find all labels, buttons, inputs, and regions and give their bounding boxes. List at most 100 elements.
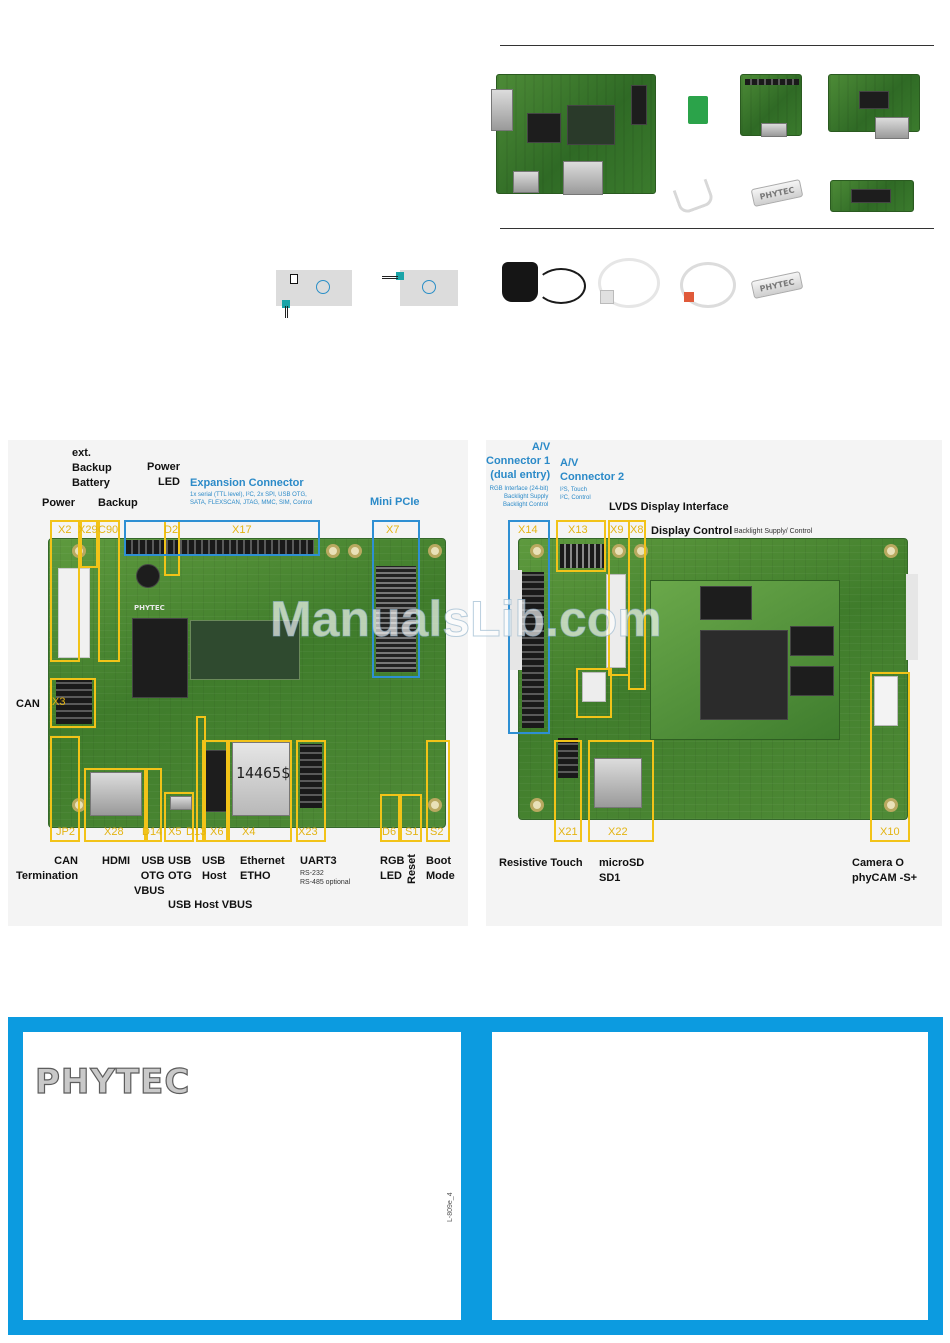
kit-terminal-block-photo bbox=[688, 96, 708, 124]
document-number: L-809e_4 bbox=[447, 1192, 454, 1222]
display-control-connector bbox=[582, 672, 606, 702]
caption-microsd: microSD SD1 bbox=[599, 857, 645, 884]
ram-chip-right bbox=[790, 666, 834, 696]
label-x4: X4 bbox=[242, 826, 256, 838]
footer-left-panel: PHYTEC L-809e_4 bbox=[23, 1032, 461, 1320]
caption-usb-otg: USB OTG bbox=[168, 855, 192, 882]
box-s1 bbox=[400, 794, 422, 842]
camera-connector bbox=[874, 676, 898, 726]
mount-hole bbox=[348, 544, 362, 558]
ram-chip bbox=[132, 618, 188, 698]
caption-resistive-touch: Resistive Touch bbox=[499, 857, 583, 869]
caption-av-connector-2: A/V Connector 2 bbox=[560, 457, 625, 483]
label-c90: C90 bbox=[98, 524, 119, 536]
flash-chip bbox=[700, 586, 752, 620]
kit-power-board-photo bbox=[828, 74, 920, 139]
mount-hole bbox=[884, 544, 898, 558]
usb-stick-photo: PHYTEC bbox=[750, 270, 804, 300]
box-x28 bbox=[84, 768, 146, 842]
label-s2: S2 bbox=[430, 826, 444, 838]
box-x22 bbox=[588, 740, 654, 842]
box-x7 bbox=[372, 520, 420, 678]
caption-backup: Backup bbox=[98, 497, 138, 509]
caption-power-led: Power LED bbox=[146, 461, 180, 488]
caption-power: Power bbox=[42, 497, 76, 509]
jumper-lead-2 bbox=[382, 276, 398, 279]
jumper-circle bbox=[316, 280, 330, 294]
caption-ext-backup-battery: ext. Backup Battery bbox=[72, 447, 112, 489]
label-jp2: JP2 bbox=[56, 826, 75, 838]
label-d14: D14 bbox=[142, 826, 163, 838]
kit-small-board-photo bbox=[830, 180, 914, 212]
caption-camera: Camera O phyCAM -S+ bbox=[852, 857, 918, 884]
av-connector-1-housing bbox=[508, 570, 522, 670]
mount-hole bbox=[326, 544, 340, 558]
ram-chip-right bbox=[790, 626, 834, 656]
jumper-open-pad bbox=[290, 274, 298, 284]
label-x13: X13 bbox=[568, 524, 588, 536]
caption-rgb-led: RGB LED bbox=[380, 855, 405, 882]
box-x6 bbox=[202, 740, 228, 842]
serial-cable-plug bbox=[600, 290, 614, 304]
power-supply-cable bbox=[536, 268, 586, 304]
box-s2 bbox=[426, 740, 450, 842]
caption-expansion-connector: Expansion Connector bbox=[190, 477, 304, 489]
box-x13 bbox=[556, 520, 606, 572]
box-x5 bbox=[164, 792, 194, 842]
ethernet-cable-photo bbox=[680, 262, 736, 308]
label-d6: D6 bbox=[382, 826, 397, 838]
label-s1: S1 bbox=[405, 826, 419, 838]
serial-cable-photo bbox=[598, 258, 660, 308]
caption-display-control: Display Control bbox=[651, 525, 733, 537]
box-x29 bbox=[80, 520, 98, 568]
touch-header bbox=[558, 738, 578, 778]
caption-av-connector-2-desc: I²S, Touch I²C, Control bbox=[560, 487, 591, 501]
box-x21 bbox=[554, 740, 582, 842]
mount-hole bbox=[530, 544, 544, 558]
label-x8: X8 bbox=[630, 524, 644, 536]
caption-expansion-desc: 1x serial (TTL level), I²C, 2x SPI, USB … bbox=[190, 492, 313, 506]
mount-hole bbox=[428, 544, 442, 558]
caption-lvds: LVDS Display Interface bbox=[609, 501, 729, 513]
processor-chip bbox=[700, 630, 788, 720]
box-d6 bbox=[380, 794, 400, 842]
box-x14 bbox=[508, 520, 550, 734]
kit-ribbon-cable-photo bbox=[672, 178, 716, 216]
lvds-connector bbox=[606, 574, 626, 668]
caption-uart3: UART3 bbox=[300, 855, 337, 867]
caption-mini-pcie: Mini PCIe bbox=[370, 496, 420, 508]
label-x14: X14 bbox=[518, 524, 538, 536]
av-connector-2 bbox=[560, 544, 604, 568]
box-jp2 bbox=[50, 736, 80, 842]
label-x29: X29 bbox=[78, 524, 98, 536]
label-x21: X21 bbox=[558, 826, 578, 838]
label-x6: X6 bbox=[210, 826, 224, 838]
caption-usb-host-vbus: USB Host VBUS bbox=[168, 899, 253, 911]
footer-right-panel bbox=[492, 1032, 928, 1320]
mount-hole bbox=[884, 798, 898, 812]
caption-usb-host: USB Host bbox=[202, 855, 227, 882]
side-connector bbox=[906, 574, 918, 660]
kit-main-board-photo bbox=[491, 74, 656, 195]
can-header bbox=[56, 680, 92, 724]
label-x10: X10 bbox=[880, 826, 900, 838]
box-x2 bbox=[50, 520, 80, 662]
uart-header bbox=[300, 744, 322, 808]
caption-can-termination: CAN Termination bbox=[16, 855, 79, 882]
jumper-diagram-2 bbox=[396, 270, 458, 306]
rj45-label: 14465$ bbox=[236, 764, 291, 782]
watermark: ManualsLib.com bbox=[270, 591, 663, 648]
label-x3: X3 bbox=[52, 696, 66, 708]
hdmi-connector bbox=[90, 772, 142, 816]
caption-display-control-sub: Backlight Supply/ Control bbox=[734, 528, 813, 535]
caption-uart3-sub: RS-232 RS-485 optional bbox=[300, 870, 351, 886]
jumper-lead-1 bbox=[285, 306, 288, 318]
phytec-logo: PHYTEC bbox=[34, 1061, 191, 1102]
box-x3 bbox=[50, 678, 96, 728]
caption-av-connector-1: A/V Connector 1 (dual entry) bbox=[486, 441, 551, 481]
label-d2: D2 bbox=[164, 524, 179, 536]
av-connector-1 bbox=[522, 572, 544, 728]
top-rule-upper bbox=[500, 45, 934, 46]
box-x17 bbox=[124, 520, 320, 556]
footer-band: PHYTEC L-809e_4 bbox=[8, 1017, 943, 1335]
